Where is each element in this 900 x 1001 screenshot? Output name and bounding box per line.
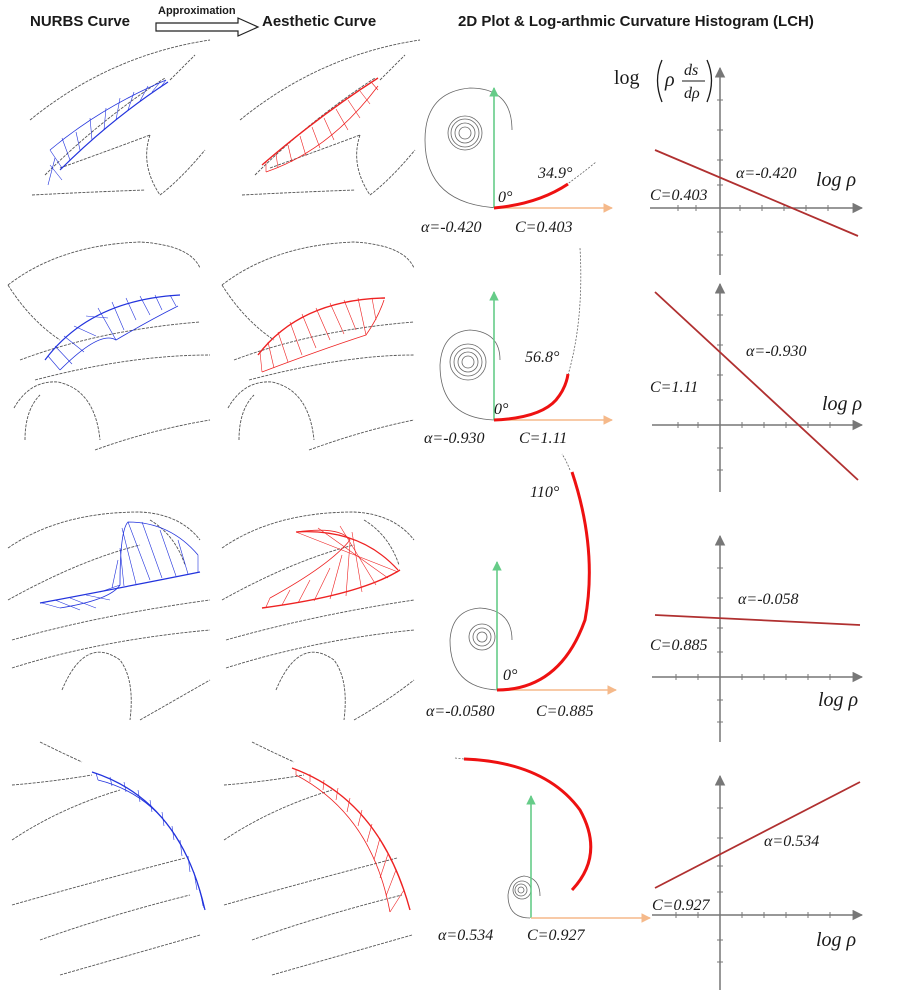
row4-lch-ticks	[675, 807, 831, 963]
header-plot: 2D Plot & Log-arthmic Curvature Histogra…	[458, 13, 814, 30]
header-aesthetic: Aesthetic Curve	[262, 13, 376, 30]
row-2: 0° 56.8° α=-0.930 C=1.11 α=-0.930 C=1.11…	[7, 241, 864, 492]
row3-lch-ticks	[675, 567, 831, 723]
row3-highlight-segment	[496, 471, 591, 692]
row4-nurbs-sketch	[11, 741, 206, 976]
header-nurbs: NURBS Curve	[30, 13, 130, 30]
row1-angle-end: 34.9°	[537, 165, 573, 182]
row1-plot-c: C=0.403	[515, 219, 572, 236]
row2-lch: α=-0.930 C=1.11 log ρ	[650, 282, 864, 492]
approximation-arrow	[155, 17, 260, 37]
row4-aesthetic-comb	[295, 769, 405, 913]
row1-nurbs-sketch	[29, 39, 211, 196]
row1-lch-alpha: α=-0.420	[736, 165, 797, 182]
row3-nurbs-curve	[39, 571, 201, 604]
row2-nurbs-comb	[47, 294, 179, 371]
row3-lch-alpha: α=-0.058	[738, 591, 799, 608]
row3-lch-c: C=0.885	[650, 637, 707, 654]
row3-plot-c: C=0.885	[536, 703, 593, 720]
row3-angle-start: 0°	[503, 667, 518, 684]
row2-lch-c: C=1.11	[650, 379, 698, 396]
row3-aesthetic-sketch	[221, 511, 415, 721]
row-3: 0° 110° α=-0.0580 C=0.885 α=-0.058 C=0.8…	[7, 453, 864, 742]
row4-lch-x-label: log ρ	[816, 929, 856, 951]
row1-aesthetic-sketch	[239, 39, 421, 196]
row3-aesthetic-curve	[261, 569, 401, 609]
row3-nurbs-comb	[41, 521, 199, 611]
row2-2d-plot: 0° 56.8° α=-0.930 C=1.11	[424, 247, 613, 447]
lch-y-label-num: ds	[684, 62, 698, 79]
row4-aesthetic-curve	[291, 767, 411, 911]
row-1: 0° 34.9° α=-0.420 C=0.403 α=-0.420 C=0.4…	[29, 39, 864, 275]
row3-spiral	[449, 453, 571, 691]
row3-lch: α=-0.058 C=0.885 log ρ	[650, 534, 864, 742]
row1-highlight-segment	[493, 182, 569, 210]
row4-lch-c: C=0.927	[652, 897, 710, 914]
row1-plot-alpha: α=-0.420	[421, 219, 482, 236]
row2-angle-start: 0°	[494, 401, 509, 418]
row1-nurbs-curve	[59, 81, 169, 171]
lch-y-label-rho: ρ	[664, 69, 675, 91]
row1-lch-c: C=0.403	[650, 187, 707, 204]
row4-spiral	[454, 757, 541, 919]
row-4: α=0.534 C=0.927 α=0.534 C=0.927 log ρ	[11, 741, 864, 990]
lch-y-axis-label: log ρ ds dρ	[614, 59, 713, 103]
row4-nurbs-curve	[91, 771, 206, 911]
row2-aesthetic-curve	[257, 297, 386, 356]
row2-lch-alpha: α=-0.930	[746, 343, 807, 360]
row3-angle-end: 110°	[530, 484, 560, 501]
row4-lch-alpha: α=0.534	[764, 833, 819, 850]
row1-aesthetic-comb	[265, 82, 379, 173]
row4-nurbs-comb	[95, 772, 205, 909]
row1-lch-ticks	[677, 99, 829, 256]
row1-lch: α=-0.420 C=0.403 log ρ	[650, 66, 864, 275]
row3-2d-plot: 0° 110° α=-0.0580 C=0.885	[426, 453, 617, 720]
row3-lch-line	[654, 614, 861, 626]
row2-angle-end: 56.8°	[525, 349, 560, 366]
row2-lch-x-label: log ρ	[822, 393, 862, 415]
row4-highlight-segment	[463, 757, 593, 892]
row4-plot-c: C=0.927	[527, 927, 585, 944]
row1-lch-x-label: log ρ	[816, 169, 856, 191]
row1-angle-start: 0°	[498, 189, 513, 206]
row4-2d-plot: α=0.534 C=0.927	[438, 757, 651, 944]
row2-plot-c: C=1.11	[519, 430, 567, 447]
row1-aesthetic-curve	[261, 77, 379, 166]
header-approximation: Approximation	[158, 5, 236, 17]
row4-plot-alpha: α=0.534	[438, 927, 493, 944]
row4-lch-line	[654, 781, 861, 889]
row1-nurbs-comb	[47, 79, 167, 186]
lch-y-label-log: log	[614, 67, 640, 89]
row3-aesthetic-comb	[265, 525, 399, 608]
row1-lch-line	[654, 149, 859, 237]
row1-2d-plot: 0° 34.9° α=-0.420 C=0.403	[421, 87, 613, 236]
row2-lch-ticks	[677, 314, 831, 471]
row4-aesthetic-sketch	[223, 741, 413, 976]
row2-plot-alpha: α=-0.930	[424, 430, 485, 447]
row2-lch-line	[654, 291, 859, 481]
row3-nurbs-sketch	[7, 511, 211, 721]
row2-nurbs-sketch	[7, 241, 211, 451]
lch-y-label-den: dρ	[684, 85, 700, 102]
row4-lch: α=0.534 C=0.927 log ρ	[652, 774, 864, 990]
row3-plot-alpha: α=-0.0580	[426, 703, 495, 720]
row2-spiral	[439, 247, 582, 421]
row2-aesthetic-sketch	[221, 241, 415, 451]
row2-aesthetic-comb	[259, 297, 385, 373]
row2-highlight-segment	[493, 373, 570, 422]
row3-lch-x-label: log ρ	[818, 689, 858, 711]
